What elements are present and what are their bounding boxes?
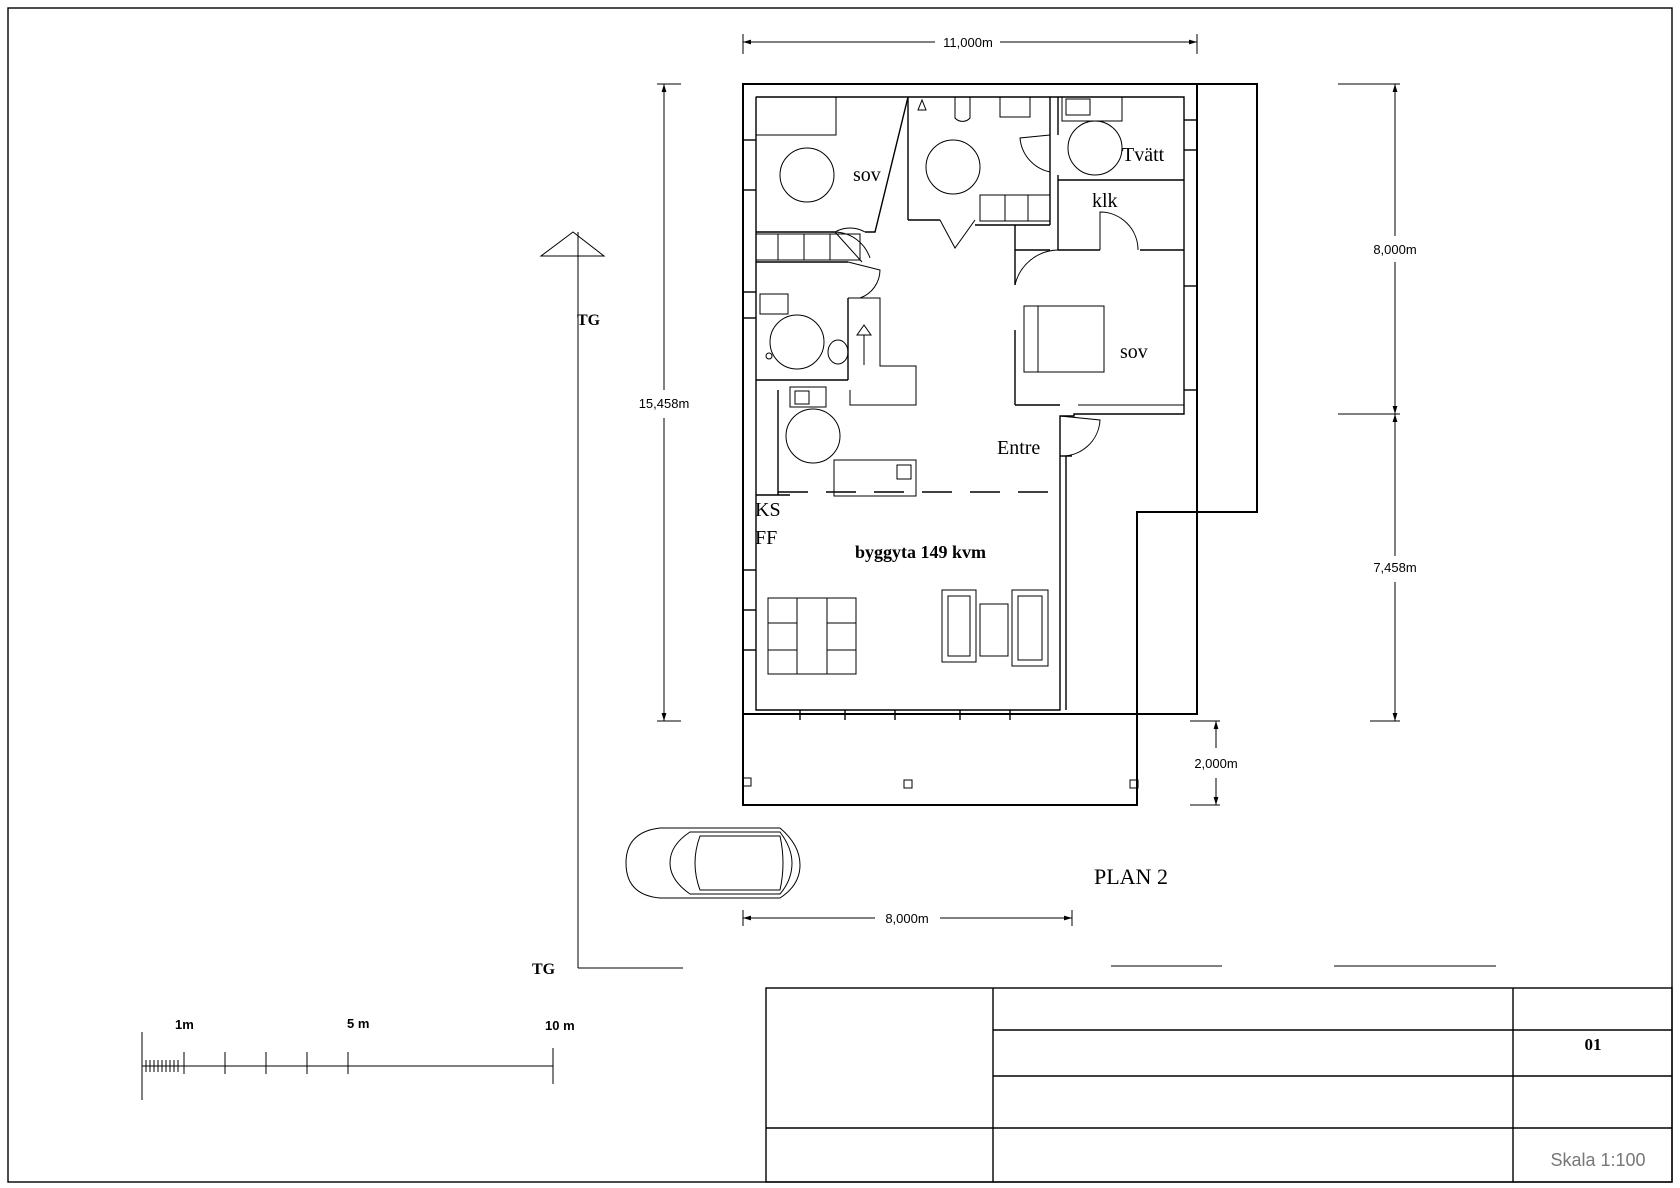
scale-label-1m: 1m: [175, 1017, 194, 1032]
plan-title: PLAN 2: [1094, 864, 1168, 889]
ground-label-bottom: TG: [532, 961, 556, 978]
room-label-entrance: Entre: [997, 437, 1040, 459]
building-outline: [742, 83, 1258, 806]
ground-marker: TG TG: [532, 231, 1496, 978]
building-area-label: byggyta 149 kvm: [855, 542, 986, 562]
title-block: 01 Skala 1:100: [765, 987, 1673, 1183]
dining-table: [767, 597, 857, 675]
kitchen-island: [833, 459, 917, 497]
door-swings: [834, 134, 1139, 457]
room-label-bedroom: sov: [853, 164, 881, 186]
dim-terrace: 2,000m: [1194, 756, 1237, 771]
interior-walls: [756, 96, 1184, 710]
scale-bar: 1m 5 m 10 m: [141, 1016, 575, 1100]
furniture: [755, 96, 1184, 675]
scale-text: Skala 1:100: [1550, 1150, 1645, 1170]
dim-left-height: 15,458m: [639, 396, 690, 411]
label-ks: KS: [755, 499, 781, 521]
dim-right-lower: 7,458m: [1373, 560, 1416, 575]
room-label-closet: klk: [1092, 190, 1118, 212]
sofa: [1011, 589, 1049, 667]
wardrobe: [755, 96, 837, 136]
room-label-bedroom: sov: [1120, 341, 1148, 363]
rug-circle: [779, 147, 835, 203]
dimension-lines: 11,000m 15,458m 8,000m 7,458m 2,000m 8,0…: [639, 34, 1417, 926]
room-labels: sov Tvätt klk sov Entre KS FF byggyta 14…: [755, 144, 1165, 562]
dim-right-upper: 8,000m: [1373, 242, 1416, 257]
dim-bottom-width: 8,000m: [885, 911, 928, 926]
sofa: [941, 589, 977, 663]
scale-label-10m: 10 m: [545, 1018, 575, 1033]
car-icon: [625, 827, 801, 899]
scale-label-5m: 5 m: [347, 1016, 369, 1031]
room-label-laundry: Tvätt: [1122, 144, 1165, 166]
double-bed: [1023, 305, 1105, 373]
sheet-border: [7, 7, 1673, 1183]
label-ff: FF: [755, 527, 777, 549]
coffee-table: [979, 603, 1009, 657]
ground-label-top: TG: [577, 312, 601, 329]
dim-top-width: 11,000m: [943, 35, 993, 50]
sheet-number: 01: [1585, 1035, 1602, 1054]
